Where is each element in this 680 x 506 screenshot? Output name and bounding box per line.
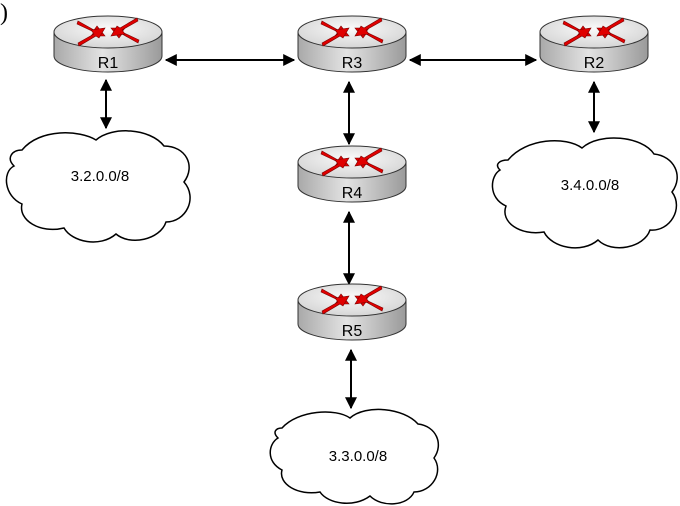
router-r2: R2 (539, 15, 649, 73)
router-r4: R4 (297, 145, 407, 203)
cloud-net-a: 3.2.0.0/8 (5, 130, 191, 243)
router-label: R3 (342, 55, 363, 72)
links (100, 54, 600, 410)
router-label: R1 (98, 55, 119, 72)
router-label: R5 (342, 323, 363, 340)
router-label: R4 (342, 185, 363, 202)
router-r3: R3 (297, 15, 407, 73)
network-label: 3.2.0.0/8 (71, 168, 129, 185)
router-label: R2 (584, 55, 605, 72)
router-r1: R1 (53, 15, 163, 73)
corner-paren: ) (0, 0, 8, 26)
cloud-net-c: 3.3.0.0/8 (269, 408, 439, 505)
network-label: 3.3.0.0/8 (329, 448, 387, 465)
network-label: 3.4.0.0/8 (561, 177, 619, 194)
cloud-shape (491, 137, 678, 249)
cloud-shape (269, 408, 439, 505)
cloud-shape (5, 130, 191, 243)
router-r5: R5 (297, 283, 407, 341)
cloud-net-b: 3.4.0.0/8 (491, 137, 678, 249)
